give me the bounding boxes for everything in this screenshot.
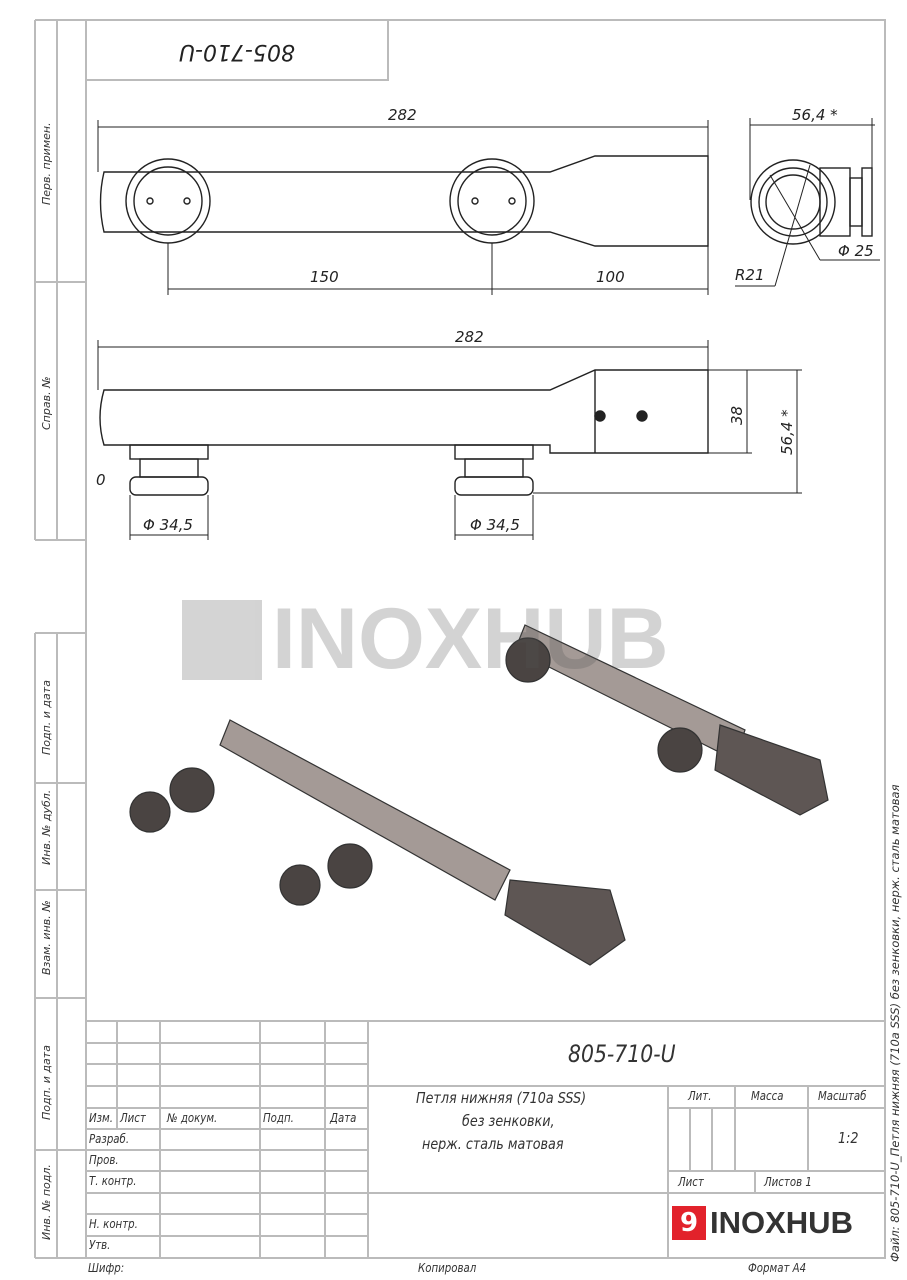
sheets-label: Листов 1 (764, 1175, 812, 1189)
scale-label: Масштаб (818, 1089, 867, 1103)
header-list: Лист (120, 1111, 146, 1125)
mass-label: Масса (751, 1089, 784, 1103)
header-sign: Подп. (263, 1111, 294, 1125)
front-view (99, 369, 709, 496)
header-date: Дата (330, 1111, 357, 1125)
dim-56: 56,4 * (778, 409, 796, 455)
footer-cipher: Шифр: (88, 1261, 125, 1275)
top-view (99, 155, 873, 247)
designation: 805-710-U (568, 1040, 676, 1068)
dim-diameter-25: Φ 25 (838, 242, 874, 260)
stamp-top: 805-710-U (179, 39, 295, 64)
dim-diameter-345-b: Φ 34,5 (470, 516, 520, 534)
header-doc: № докум. (167, 1111, 218, 1125)
margin-label: Инв. № подл. (40, 1164, 53, 1240)
margin-label: Взам. инв. № (40, 900, 53, 975)
dim-side-width: 56,4 * (792, 106, 838, 124)
dim-150: 150 (310, 268, 339, 286)
dim-radius: R21 (735, 266, 765, 284)
watermark-logo-icon (182, 599, 262, 680)
name-line: без зенковки, (462, 1112, 555, 1130)
dim-front-length: 282 (455, 328, 484, 346)
name-line: Петля нижняя (710a SSS) (416, 1089, 587, 1107)
role: Разраб. (89, 1132, 130, 1146)
footer-format: Формат А4 (748, 1261, 807, 1275)
origin-label: 0 (96, 471, 106, 489)
role: Н. контр. (89, 1217, 138, 1231)
dim-diameter-345-a: Φ 34,5 (143, 516, 193, 534)
header-izm: Изм. (89, 1111, 113, 1125)
margin-label: Подп. и дата (40, 1045, 53, 1120)
margin-label: Перв. примен. (40, 122, 53, 205)
dim-38: 38 (728, 406, 746, 425)
margin-label: Справ. № (40, 376, 53, 430)
margin-label: Подп. и дата (40, 680, 53, 755)
role: Утв. (89, 1238, 111, 1252)
company-logo: 9 INOXHUB (672, 1205, 853, 1241)
margin-label: Инв. № дубл. (40, 789, 53, 865)
dim-top-length: 282 (388, 106, 417, 124)
scale-value: 1:2 (838, 1129, 859, 1147)
sheet-label: Лист (678, 1175, 704, 1189)
lit-label: Лит. (688, 1089, 712, 1103)
footer-copied: Копировал (418, 1261, 477, 1275)
name-line: нерж. сталь матовая (422, 1135, 564, 1153)
watermark: INOXHUB (182, 590, 669, 689)
role: Т. контр. (89, 1174, 137, 1188)
file-label: Файл: 805-710-U_Петля нижняя (710a SSS) … (888, 784, 902, 1263)
logo-icon: 9 (672, 1206, 706, 1240)
role: Пров. (89, 1153, 119, 1167)
company-name: INOXHUB (710, 1205, 853, 1240)
dim-100: 100 (596, 268, 625, 286)
watermark-text: INOXHUB (272, 591, 669, 687)
isometric-view (129, 624, 829, 966)
